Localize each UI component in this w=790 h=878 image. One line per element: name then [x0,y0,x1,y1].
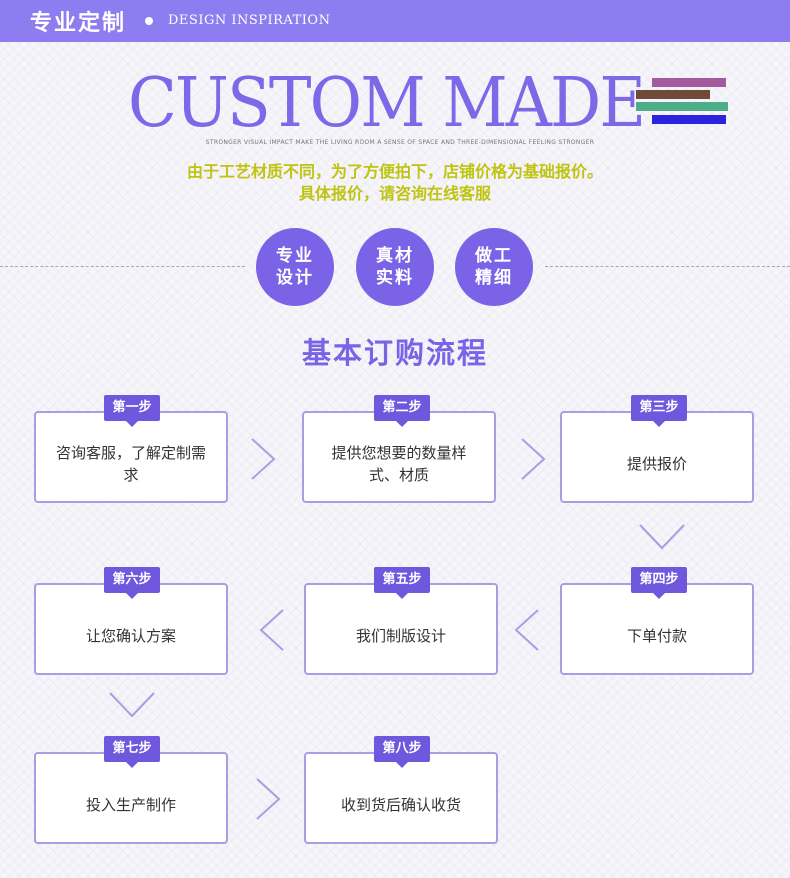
feature-line: 真材 [376,246,414,266]
feature-line: 实料 [376,268,414,288]
step-text: 下单付款 [626,627,687,645]
chevron-right-icon [248,437,278,481]
decor-stripe [636,102,728,111]
feature-circle-craft: 做工 精细 [455,228,533,306]
chevron-down-icon [638,522,686,552]
feature-line: 设计 [276,268,314,288]
divider-left [0,266,245,267]
step-text: 收到货后确认收货 [340,796,461,814]
flow-title: 基本订购流程 [301,336,488,370]
header-bar: 专业定制 DESIGN INSPIRATION [0,0,790,42]
feature-line: 精细 [475,268,513,288]
chevron-down-icon [108,690,156,720]
decor-stripe [652,78,726,87]
hero-title: CUSTOM MADE [128,64,646,143]
step-text: 投入生产制作 [85,796,176,814]
step-badge-7: 第七步 [104,736,160,768]
notice-line-1: 由于工艺材质不同，为了方便拍下，店铺价格为基础报价。 [186,162,603,181]
chevron-left-icon [257,608,287,652]
step-badge-4: 第四步 [631,567,687,599]
chevron-right-icon [518,437,548,481]
step-text: 咨询客服，了解定制需求 [56,444,207,484]
step-box-7: 投入生产制作 [34,752,228,844]
header-title: 专业定制 [30,11,127,36]
step-badge-1: 第一步 [104,395,160,427]
decor-stripe [636,90,710,99]
divider-right [545,266,790,267]
step-badge-6: 第六步 [104,567,160,599]
feature-line: 专业 [276,246,314,266]
step-text: 提供报价 [626,455,687,473]
feature-circle-design: 专业 设计 [256,228,334,306]
feature-line: 做工 [475,246,513,266]
chevron-right-icon [253,777,283,821]
notice-line-2: 具体报价，请咨询在线客服 [298,184,491,203]
decor-stripe [652,115,726,124]
step-badge-2: 第二步 [374,395,430,427]
header-dot [145,17,153,25]
step-text: 我们制版设计 [355,627,446,645]
header-subtitle: DESIGN INSPIRATION [168,13,331,28]
feature-circle-material: 真材 实料 [356,228,434,306]
step-badge-3: 第三步 [631,395,687,427]
hero-tagline: STRONGER VISUAL IMPACT MAKE THE LIVING R… [205,139,595,146]
step-badge-5: 第五步 [374,567,430,599]
step-text: 让您确认方案 [85,627,176,645]
step-badge-8: 第八步 [374,736,430,768]
step-text: 提供您想要的数量样式、材质 [331,444,467,484]
chevron-left-icon [512,608,542,652]
